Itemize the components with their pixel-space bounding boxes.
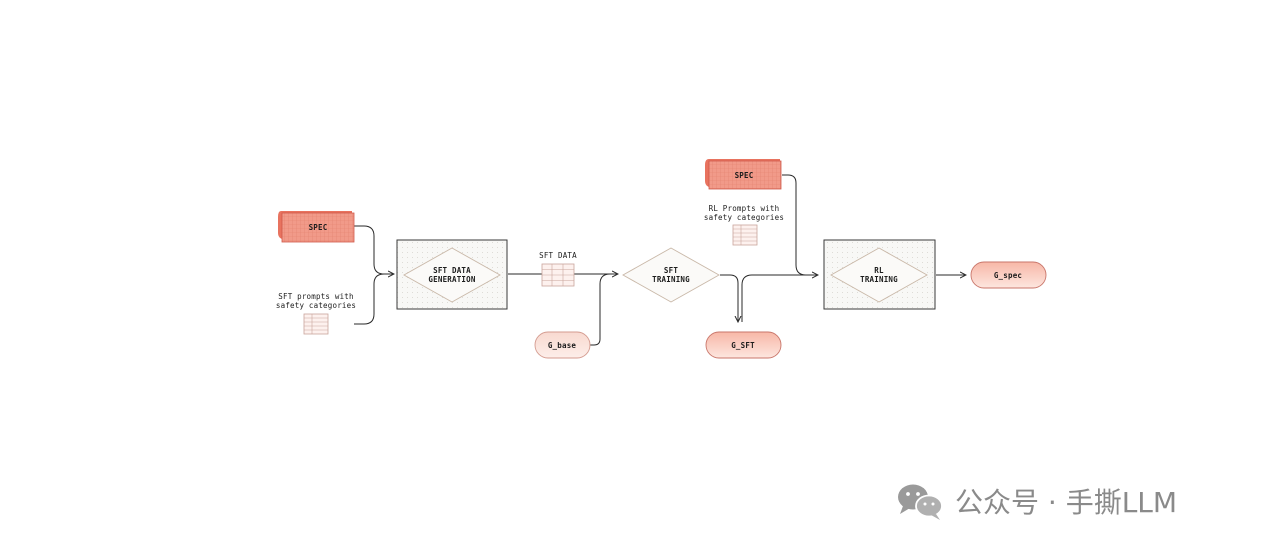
sft-training-node: SFT TRAINING: [622, 247, 720, 303]
spec-2-label: SPEC: [735, 171, 754, 180]
sft-prompts-table-icon: [303, 313, 329, 335]
rl-training-label-line2: TRAINING: [860, 275, 898, 284]
spec-1-label: SPEC: [309, 223, 328, 232]
rl-prompts-node: RL Prompts with safety categories: [704, 204, 784, 246]
sft-data-table-icon: [541, 263, 575, 287]
spec-node-1: SPEC: [278, 211, 355, 243]
watermark-text: 公众号 · 手撕LLM: [955, 486, 1177, 519]
g-base-node: G_base: [534, 331, 591, 359]
sft-data-label: SFT DATA: [539, 251, 577, 260]
sft-data-generation-label-line2: GENERATION: [428, 275, 475, 284]
sft-prompts-label-line2: safety categories: [276, 301, 356, 310]
g-sft-label: G_SFT: [731, 341, 755, 350]
sft-training-label-line1: SFT: [664, 266, 678, 275]
wechat-icon: [898, 484, 943, 520]
rl-training-node: RL TRAINING: [823, 239, 936, 310]
sft-prompts-node: SFT prompts with safety categories: [276, 292, 356, 335]
connector-spec2: [782, 174, 807, 276]
rl-prompts-label-line2: safety categories: [704, 213, 784, 222]
rl-training-label-line1: RL: [874, 266, 884, 275]
sft-prompts-label-line1: SFT prompts with: [278, 292, 353, 301]
sft-data-generation-label-line1: SFT DATA: [433, 266, 471, 275]
rl-prompts-table-icon: [732, 224, 758, 246]
connectors: [354, 174, 966, 346]
sft-data-generation-node: SFT DATA GENERATION: [396, 239, 508, 310]
connector-sft-training-out: [720, 274, 738, 322]
spec-node-2: SPEC: [705, 159, 782, 190]
g-spec-node: G_spec: [970, 261, 1047, 289]
sft-data-node: SFT DATA: [539, 251, 577, 287]
connector-gsft-to-rl: [741, 275, 818, 322]
g-spec-label: G_spec: [994, 271, 1022, 280]
rl-prompts-label-line1: RL Prompts with: [709, 204, 780, 213]
g-base-label: G_base: [548, 341, 577, 350]
connector-gbase: [590, 273, 611, 346]
g-sft-node: G_SFT: [705, 331, 782, 359]
connector-spec1: [354, 225, 385, 275]
sft-training-label-line2: TRAINING: [652, 275, 690, 284]
connector-sft-prompts: [354, 273, 385, 325]
watermark: 公众号 · 手撕LLM: [898, 484, 1177, 520]
